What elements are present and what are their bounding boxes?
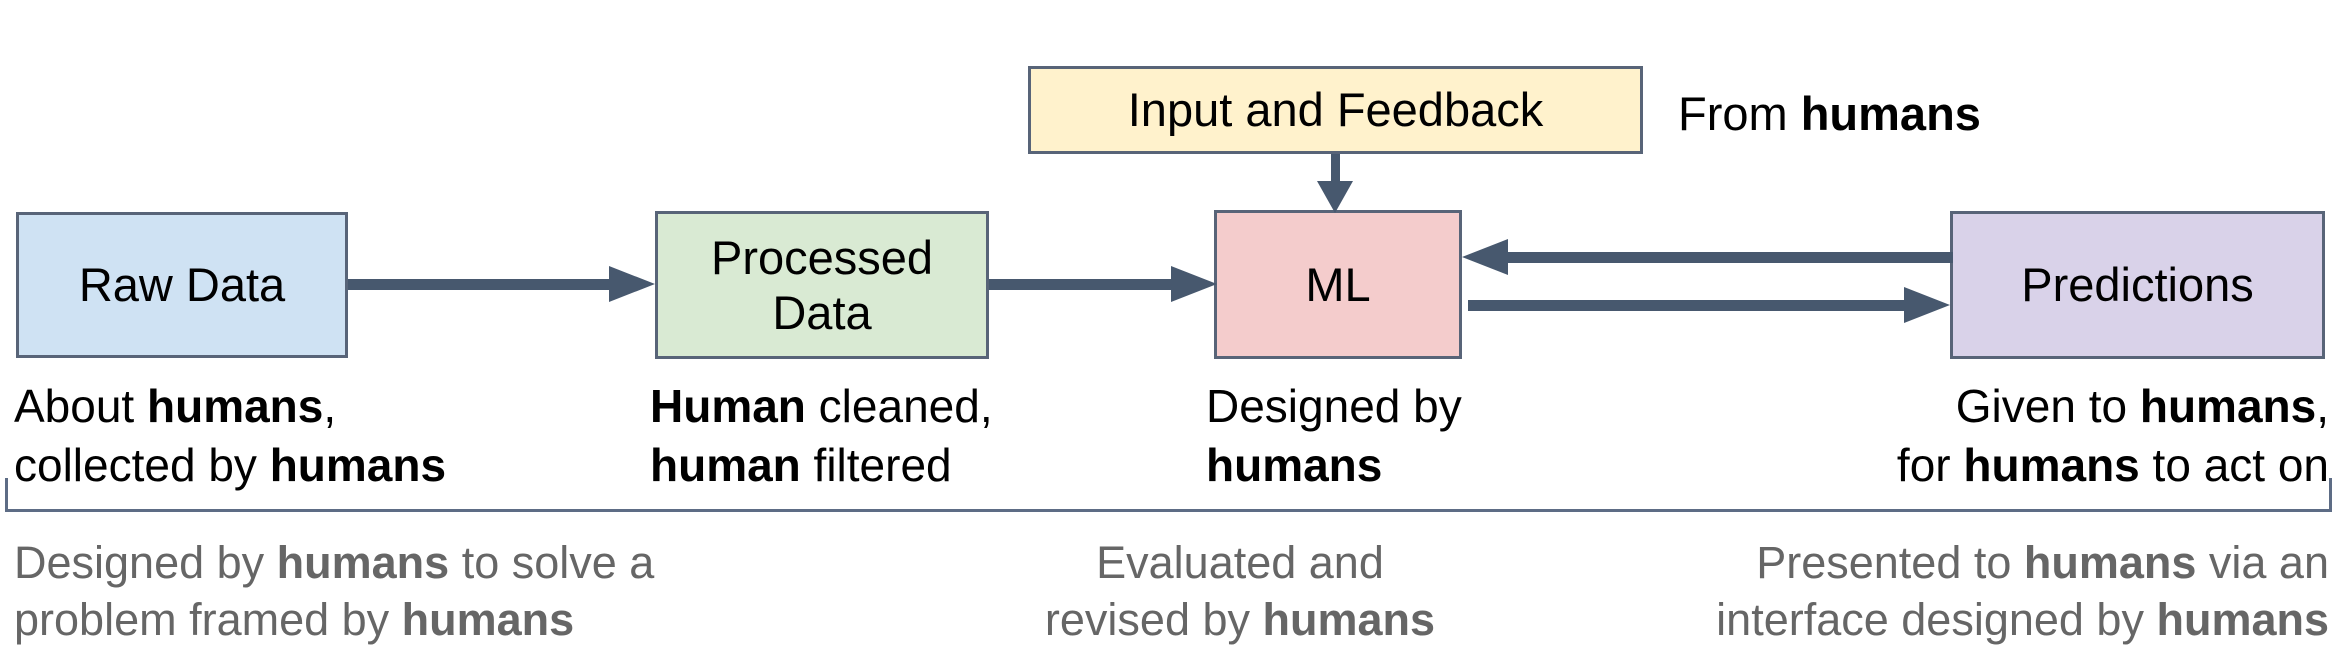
note-line: problem framed by humans [14, 594, 575, 645]
bracket-line [5, 509, 2332, 512]
arrow-head-right-icon [1904, 287, 1950, 323]
raw-data-caption: About humans, collected by humans [14, 377, 446, 495]
note-line: Presented to humans via an [1756, 537, 2329, 588]
ml-label: ML [1305, 257, 1371, 311]
arrow-head-down-icon [1317, 181, 1353, 213]
note-line: interface designed by humans [1716, 594, 2329, 645]
note-line: Designed by humans to solve a [14, 537, 655, 588]
arrow-head-right-icon [609, 266, 655, 302]
predictions-label: Predictions [2021, 258, 2254, 312]
ml-box: ML [1214, 210, 1462, 359]
caption-line: humans [1206, 439, 1383, 491]
caption-line: human filtered [650, 439, 952, 491]
note-evaluated-by-humans: Evaluated and revised by humans [990, 534, 1490, 648]
caption-line: for humans to act on [1896, 439, 2329, 491]
processed-data-box: Processed Data [655, 211, 989, 359]
from-humans-text: From humans [1678, 87, 1981, 140]
arrow-shaft [348, 279, 610, 290]
arrow-shaft [989, 279, 1172, 290]
arrow-shaft [1468, 300, 1905, 311]
raw-data-label: Raw Data [78, 258, 286, 312]
arrow-head-right-icon [1171, 266, 1217, 302]
arrow-shaft [1331, 154, 1340, 182]
input-feedback-box: Input and Feedback [1028, 66, 1643, 154]
bracket-left-tick [5, 478, 8, 512]
arrow-shaft [1503, 252, 1953, 263]
caption-line: Designed by [1206, 380, 1462, 432]
caption-line: collected by humans [14, 439, 447, 491]
note-designed-by-humans: Designed by humans to solve a problem fr… [14, 534, 654, 648]
caption-line: Human cleaned, [650, 380, 993, 432]
predictions-caption: Given to humans, for humans to act on [1897, 377, 2329, 495]
predictions-box: Predictions [1950, 211, 2325, 359]
arrow-head-left-icon [1462, 239, 1508, 275]
caption-line: About humans, [14, 380, 337, 432]
raw-data-box: Raw Data [16, 212, 348, 358]
processed-data-caption: Human cleaned, human filtered [650, 377, 993, 495]
processed-data-label: Processed Data [710, 230, 934, 339]
note-line: revised by humans [1044, 594, 1436, 645]
bracket-right-tick [2329, 478, 2332, 512]
note-line: Evaluated and [1096, 537, 1384, 588]
caption-line: Given to humans, [1955, 380, 2329, 432]
note-presented-to-humans: Presented to humans via an interface des… [1716, 534, 2329, 648]
ml-caption: Designed by humans [1206, 377, 1462, 495]
input-feedback-label: Input and Feedback [1127, 83, 1544, 137]
